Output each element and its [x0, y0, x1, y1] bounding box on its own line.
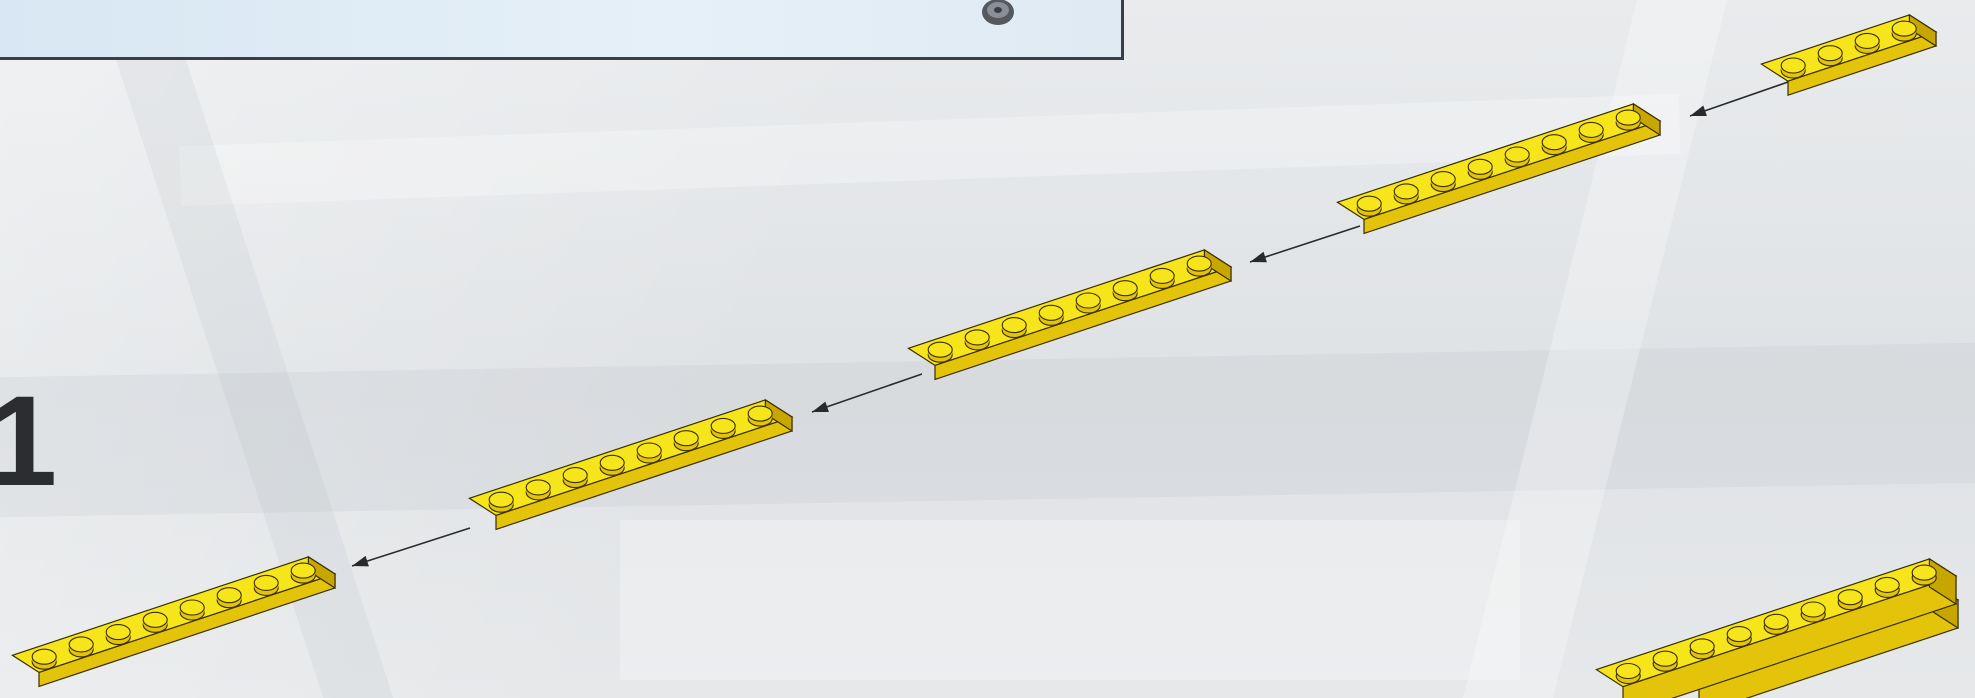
yellow-plate-1x4: [1761, 15, 1936, 95]
plate-front-face: [496, 417, 792, 529]
plate-stud: [69, 637, 93, 657]
plate-stud: [1002, 318, 1026, 338]
plates-layer: [12, 15, 1936, 687]
plate-front-face: [1364, 121, 1660, 233]
plate-stud: [1855, 33, 1879, 53]
plate-stud: [1468, 159, 1492, 179]
plate-stud: [254, 575, 278, 595]
plate-stud: [1912, 565, 1936, 585]
plate-stud: [180, 600, 204, 620]
plate-stud: [1690, 639, 1714, 659]
yellow-plate-1x8: [1337, 104, 1660, 234]
assembled-model: [1596, 559, 1958, 698]
plate-stud: [106, 625, 130, 645]
plate-stud: [711, 418, 735, 438]
plate-front-face: [39, 574, 335, 686]
plate-stud: [1764, 614, 1788, 634]
plate-stud: [291, 563, 315, 583]
plate-stud: [1394, 184, 1418, 204]
plate-stud: [1892, 21, 1916, 41]
plate-stud: [1818, 46, 1842, 66]
arrow-left-icon: [1690, 82, 1788, 116]
plate-stud: [748, 406, 772, 426]
plate-stud: [1542, 135, 1566, 155]
plate-stud: [928, 342, 952, 362]
plate-stud: [1838, 590, 1862, 610]
plate-stud: [217, 588, 241, 608]
plate-stud: [1801, 602, 1825, 622]
plate-stud: [1357, 196, 1381, 216]
plate-stud: [1616, 110, 1640, 130]
yellow-plate-1x8: [469, 400, 792, 530]
plate-top-face: [1337, 104, 1660, 219]
plate-stud: [489, 492, 513, 512]
plate-stud: [600, 455, 624, 475]
plate-top-face: [469, 400, 792, 516]
arrow-left-icon: [1250, 226, 1360, 262]
plate-stud: [674, 431, 698, 451]
plate-stud: [965, 330, 989, 350]
plate-stud: [32, 649, 56, 669]
plate-stud: [1505, 147, 1529, 167]
plate-stud: [637, 443, 661, 463]
plate-stud: [526, 480, 550, 500]
plate-top-face: [12, 557, 335, 673]
arrow-left-icon: [352, 528, 470, 566]
plate-stud: [563, 468, 587, 488]
plate-stud: [1150, 268, 1174, 288]
plate-front-face: [935, 267, 1231, 379]
plate-stud: [1875, 577, 1899, 597]
plate-stud: [1113, 281, 1137, 301]
plate-stud: [1039, 305, 1063, 325]
plate-stud: [1616, 664, 1640, 684]
plate-stud: [1653, 651, 1677, 671]
plate-stud: [1781, 58, 1805, 78]
plate-top-face: [908, 250, 1231, 366]
plate-stud: [143, 612, 167, 632]
yellow-plate-1x8: [12, 557, 335, 687]
plate-stud: [1187, 256, 1211, 276]
arrow-left-icon: [812, 374, 922, 412]
plate-stud: [1727, 627, 1751, 647]
plate-stud: [1579, 122, 1603, 142]
plate-stud: [1076, 293, 1100, 313]
plate-stud: [1431, 172, 1455, 192]
yellow-plate-1x8: [908, 250, 1231, 380]
